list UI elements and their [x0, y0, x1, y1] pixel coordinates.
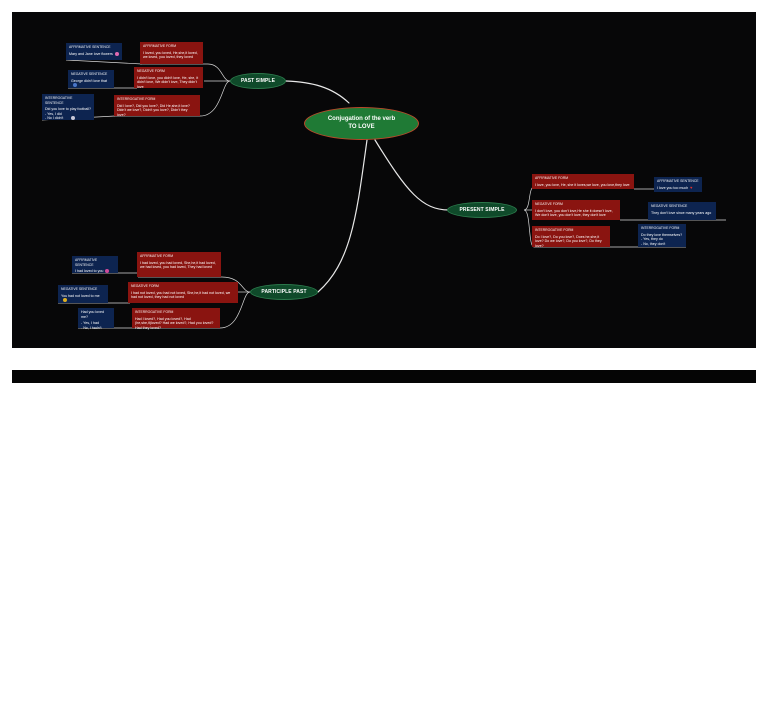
box-text: I had loved, you had loved, She,he,it ha…: [140, 260, 216, 270]
participle-past-label: PARTICIPLE PAST: [261, 289, 307, 295]
box-heading: NEGATIVE SENTENCE: [71, 72, 108, 76]
participle-past-interrogative-sentence[interactable]: Had you loved me? - Yes, I had - No, I h…: [78, 308, 114, 330]
sentence-text: I had loved to you: [75, 269, 104, 274]
present-simple-interrogative-form[interactable]: INTERROGATIVE FORM Do I love?, Do you lo…: [532, 226, 610, 248]
box-text: Mary and Jane love flowers: [69, 52, 119, 57]
past-simple-negative-form[interactable]: NEGATIVE FORM I didn't love, you didn't …: [134, 67, 203, 89]
box-text: I had loved to you: [75, 269, 115, 274]
sentence-text: George didn't love that: [71, 78, 108, 83]
box-heading: NEGATIVE FORM: [137, 69, 165, 73]
answer-yes: - Yes, they do: [641, 237, 663, 242]
box-text: I love you too much♥: [657, 184, 699, 191]
past-simple-interrogative-form[interactable]: INTERROGATIVE FORM Did I love?, Did you …: [114, 95, 200, 117]
box-heading: AFFIRMATIVE SENTENCE: [657, 179, 699, 183]
box-heading: NEGATIVE FORM: [131, 284, 159, 288]
answer-yes: - Yes, I did: [45, 111, 62, 116]
sentence-text: You had not loved to me: [61, 293, 100, 298]
present-simple-affirmative-form[interactable]: AFFIRMATIVE FORM I love, you love, He, s…: [532, 174, 634, 189]
present-simple-negative-form[interactable]: NEGATIVE FORM I don't love, you don't lo…: [532, 200, 620, 220]
box-heading: AFFIRMATIVE FORM: [535, 176, 569, 180]
box-text: I didn't love, you didn't love, He, she,…: [137, 75, 199, 89]
box-text: I love, you love, He, she it loves,we lo…: [535, 182, 630, 187]
present-simple-label: PRESENT SIMPLE: [459, 207, 505, 213]
box-text: I had not loved, you had not loved, She,…: [131, 290, 231, 300]
participle-past-negative-sentence[interactable]: NEGATIVE SENTENCE You had not loved to m…: [58, 285, 108, 303]
present-simple-interrogative-sentence[interactable]: INTERROGATIVE FORM Do they love themselv…: [638, 224, 686, 247]
participle-past-node[interactable]: PARTICIPLE PAST: [250, 284, 318, 300]
face-icon: [71, 116, 76, 121]
bottom-toolbar-bar: [12, 370, 756, 383]
box-text: I loved, you loved, He,she,it loved, we …: [143, 50, 198, 60]
box-heading: NEGATIVE SENTENCE: [61, 287, 98, 291]
heart-icon: ♥: [690, 184, 693, 190]
participle-past-interrogative-form[interactable]: INTERROGATIVE FORM Had I loved?, Had you…: [132, 308, 220, 330]
box-text: Do they love themselves?: [641, 232, 683, 237]
mind-map-canvas: Conjugation of the verb TO LOVE PAST SIM…: [12, 12, 756, 348]
box-text: Do I love?, Do you love?, Does he,she,it…: [535, 234, 602, 248]
box-heading: INTERROGATIVE FORM: [117, 97, 156, 101]
box-heading: AFFIRMATIVE SENTENCE: [75, 258, 98, 267]
past-simple-node[interactable]: PAST SIMPLE: [230, 73, 286, 89]
past-simple-label: PAST SIMPLE: [240, 78, 276, 84]
box-text: They don't love since many years ago: [651, 210, 712, 215]
sentence-text: Mary and Jane love flowers: [69, 51, 113, 56]
box-heading: NEGATIVE FORM: [535, 202, 563, 206]
box-text: Did you love to play football?: [45, 107, 91, 112]
past-simple-negative-sentence[interactable]: NEGATIVE SENTENCE George didn't love tha…: [68, 70, 114, 88]
past-simple-affirmative-form[interactable]: AFFIRMATIVE FORM I loved, you loved, He,…: [140, 42, 203, 64]
face-icon: [63, 298, 67, 303]
box-heading: INTERROGATIVE FORM: [135, 310, 174, 314]
smiley-icon: [105, 269, 110, 274]
connector-lines: [41, 59, 726, 329]
box-text: Did I love?, Did you love?, Did He,she,i…: [117, 103, 190, 117]
present-simple-negative-sentence[interactable]: NEGATIVE SENTENCE They don't love since …: [648, 202, 716, 220]
box-heading: AFFIRMATIVE SENTENCE: [69, 45, 111, 49]
participle-past-negative-form[interactable]: NEGATIVE FORM I had not loved, you had n…: [128, 282, 238, 303]
participle-past-affirmative-form[interactable]: AFFIRMATIVE FORM I had loved, you had lo…: [137, 252, 221, 277]
sentence-text: I love you too much: [657, 185, 689, 190]
box-text: Had you loved me?: [81, 310, 104, 319]
answer-no: - No, they don't: [641, 241, 666, 246]
box-text: You had not loved to me: [61, 294, 105, 303]
present-simple-affirmative-sentence[interactable]: AFFIRMATIVE SENTENCE I love you too much…: [654, 177, 702, 192]
central-node-line2: TO LOVE: [348, 123, 375, 130]
answer-text: - No I didn't: [45, 116, 64, 121]
smiley-icon: [114, 51, 119, 56]
answer-yes: - Yes, I had: [81, 321, 99, 326]
central-node-line1: Conjugation of the verb: [327, 116, 396, 122]
box-heading: AFFIRMATIVE FORM: [140, 254, 174, 258]
central-node[interactable]: Conjugation of the verb TO LOVE: [304, 107, 419, 140]
past-simple-interrogative-sentence[interactable]: INTERROGATIVE SENTENCE Did you love to p…: [42, 94, 94, 121]
answer-no: - No, I hadn't: [81, 325, 102, 330]
face-icon: [73, 83, 77, 88]
box-text: I don't love, you don't love,He she it d…: [535, 208, 613, 218]
box-heading: INTERROGATIVE SENTENCE: [45, 96, 73, 105]
box-heading: NEGATIVE SENTENCE: [651, 204, 688, 208]
answer-no: - No I didn't: [45, 116, 91, 121]
present-simple-node[interactable]: PRESENT SIMPLE: [447, 202, 517, 218]
box-heading: INTERROGATIVE FORM: [641, 226, 680, 230]
past-simple-affirmative-sentence[interactable]: AFFIRMATIVE SENTENCE Mary and Jane love …: [66, 43, 122, 60]
box-heading: AFFIRMATIVE FORM: [143, 44, 177, 48]
box-text: George didn't love that: [71, 79, 111, 88]
box-text: Had I loved?, Had you loved?, Had (he,sh…: [135, 316, 214, 330]
participle-past-affirmative-sentence[interactable]: AFFIRMATIVE SENTENCE I had loved to you: [72, 256, 118, 274]
box-heading: INTERROGATIVE FORM: [535, 228, 574, 232]
